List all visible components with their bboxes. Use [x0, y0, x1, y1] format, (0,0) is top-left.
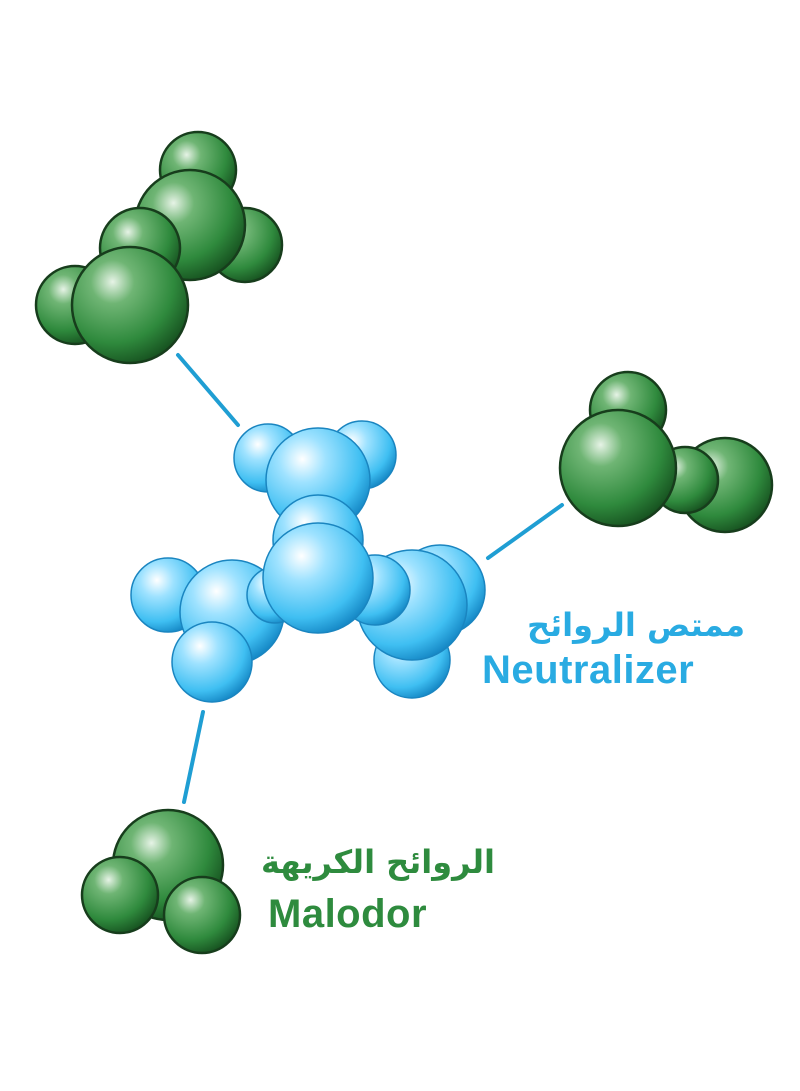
bond-line-right — [486, 503, 564, 560]
neutralizer-label-arabic: ممتص الروائح — [527, 606, 745, 644]
malodor-label-arabic: الروائح الكريهة — [260, 843, 495, 881]
malodor-molecule-bottom — [80, 808, 242, 955]
bond-line-bottom — [182, 710, 205, 804]
malodor-label: Malodor — [268, 892, 428, 936]
neutralizer-molecule — [130, 420, 486, 703]
bond-lines — [176, 353, 564, 804]
malodor-molecule-right — [558, 370, 774, 534]
malodor-molecule-top-left — [34, 130, 284, 365]
bond-line-top-left — [176, 353, 240, 427]
neutralizer-label: Neutralizer — [482, 648, 695, 692]
